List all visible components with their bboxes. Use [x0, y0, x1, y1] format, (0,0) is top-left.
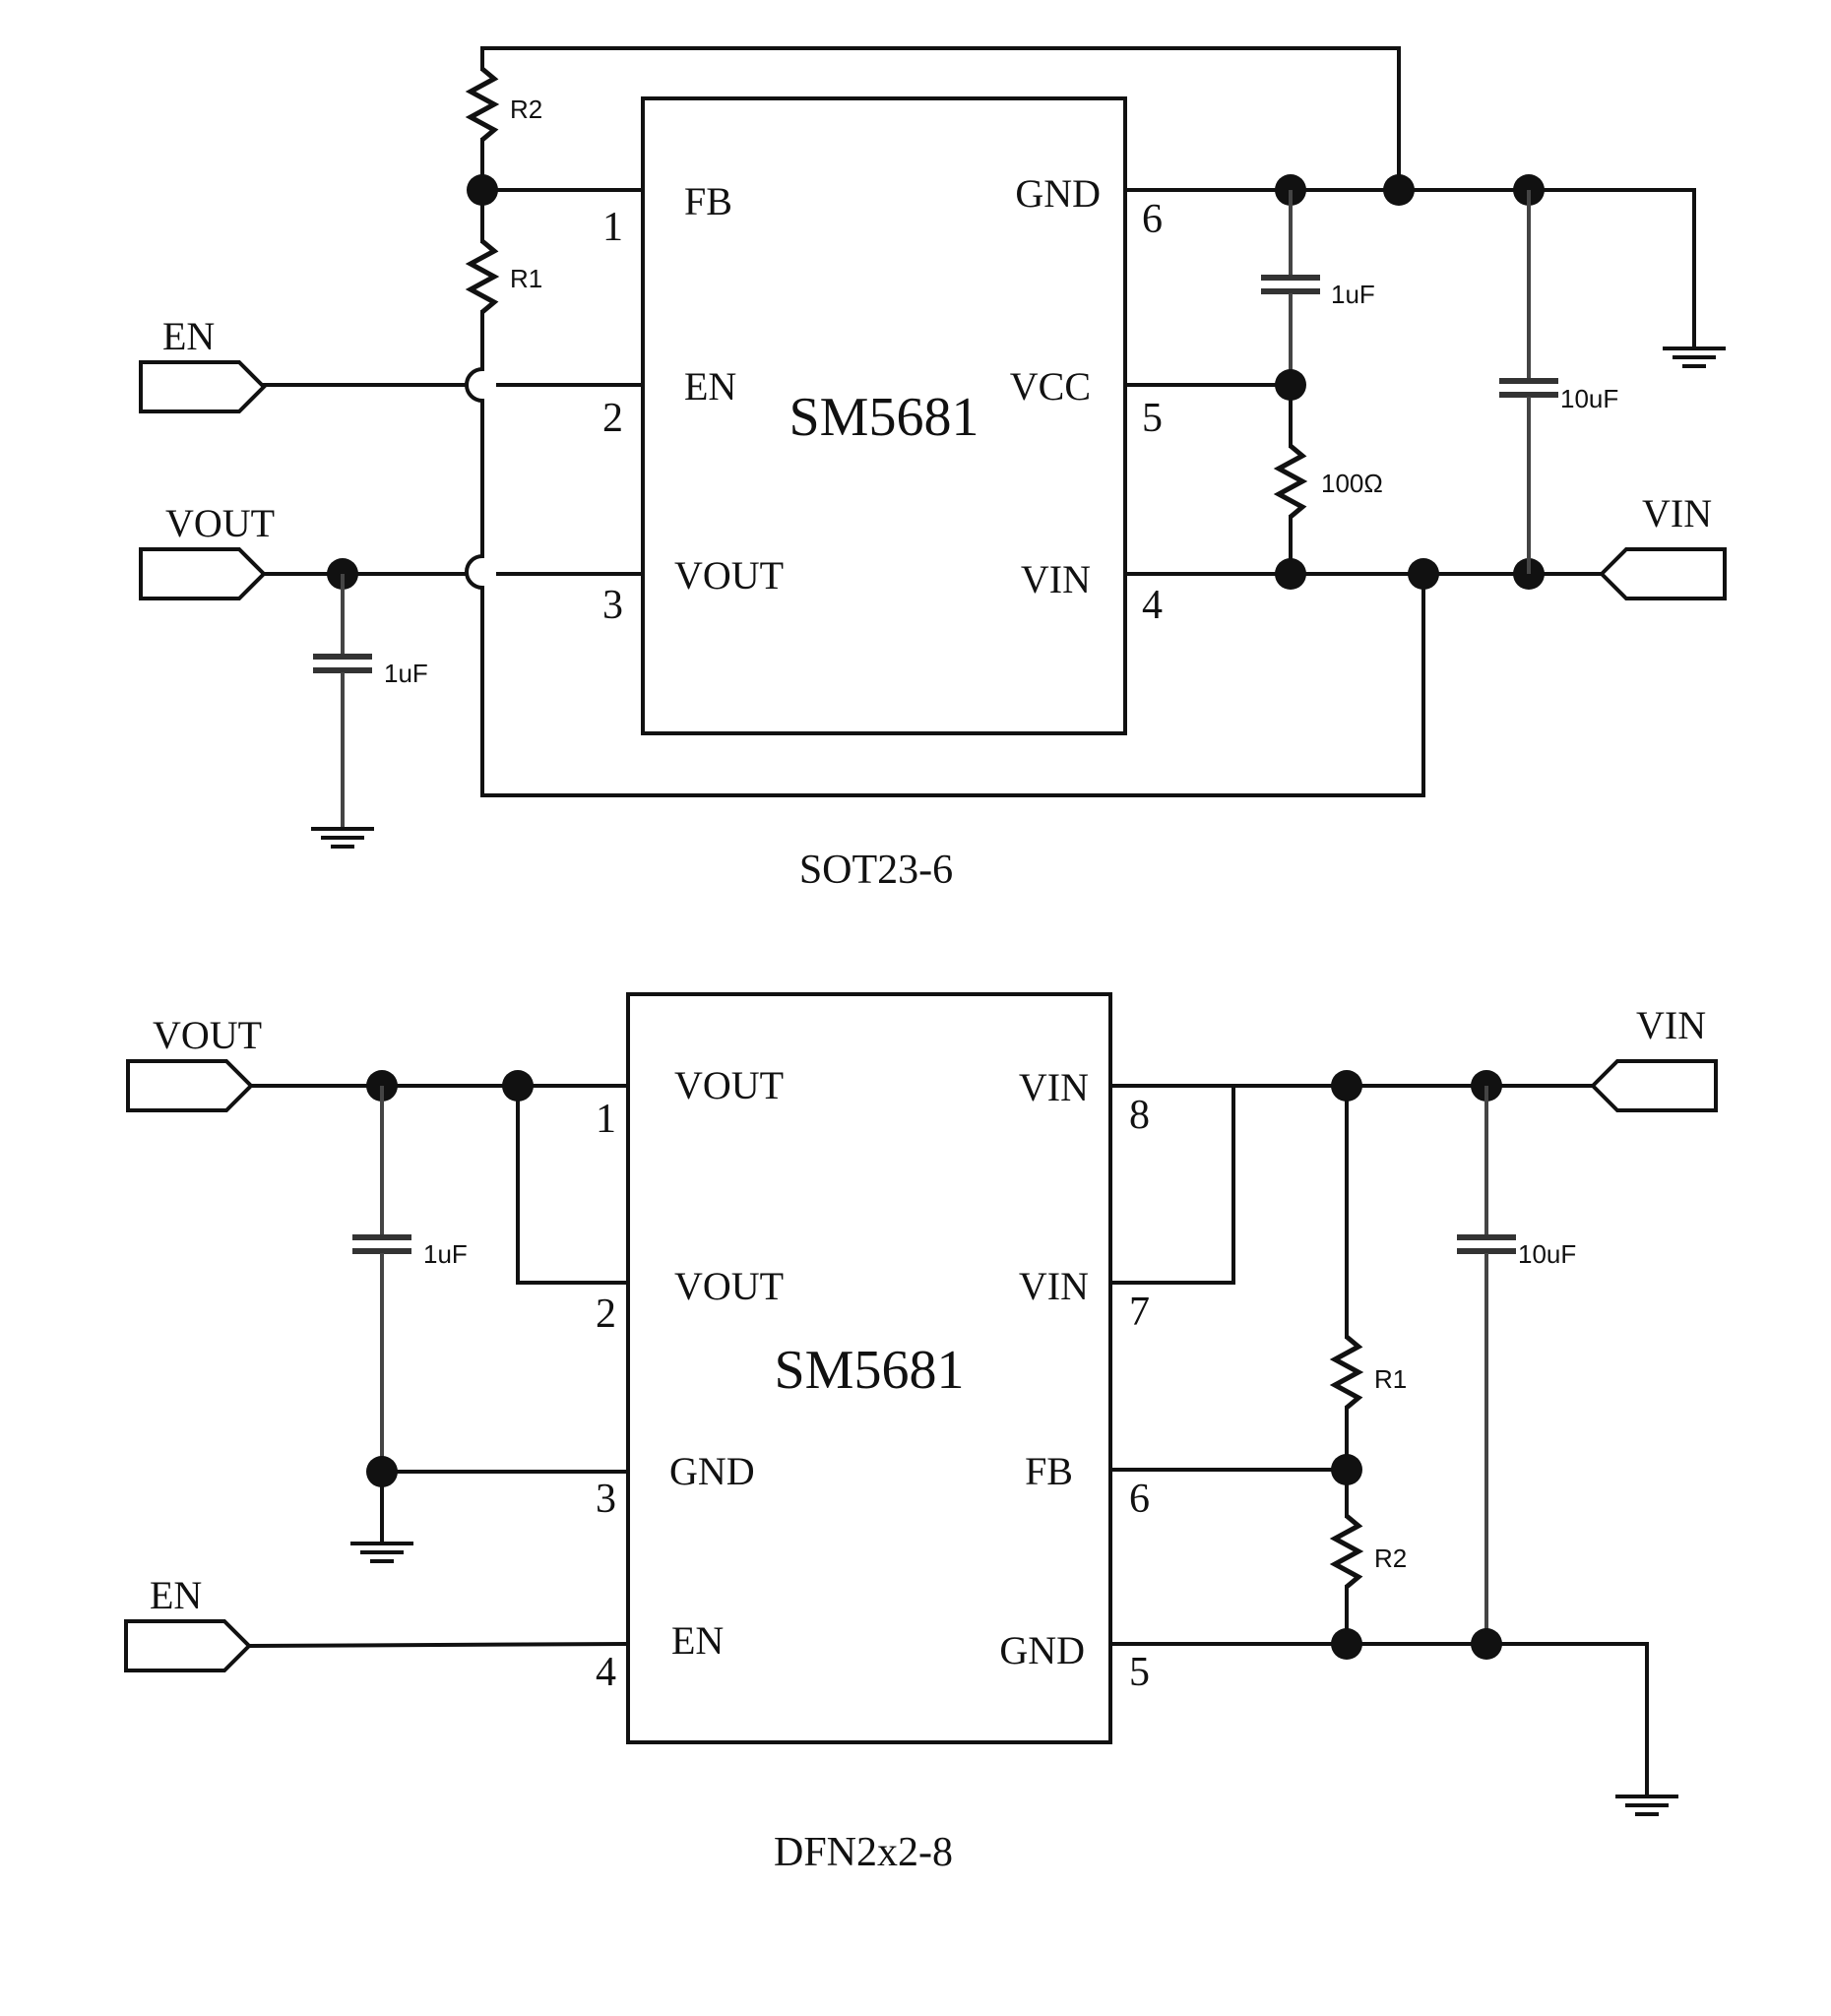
top-fb-junction	[467, 174, 498, 206]
top-en-port-label: EN	[162, 314, 215, 358]
bottom-pin4-name: EN	[671, 1618, 724, 1663]
bottom-chip-name: SM5681	[775, 1340, 965, 1401]
bottom-vout-port-label: VOUT	[153, 1013, 262, 1057]
top-cvout-label: 1uF	[384, 659, 428, 688]
bottom-r1-resistor	[1329, 1335, 1364, 1410]
top-pin6-number: 6	[1142, 197, 1163, 242]
bottom-pin7-number: 7	[1129, 1290, 1150, 1335]
top-chip-name: SM5681	[789, 387, 979, 448]
top-package-caption: SOT23-6	[799, 848, 953, 893]
top-pin6-name: GND	[1015, 171, 1101, 216]
bottom-r2-resistor	[1329, 1514, 1364, 1589]
bottom-vin-port	[1590, 1059, 1718, 1112]
top-en-port	[139, 360, 267, 413]
top-vin-port	[1599, 547, 1727, 600]
top-pin3-number: 3	[602, 583, 623, 628]
bottom-pin1-number: 1	[596, 1097, 616, 1142]
top-pin5-name: VCC	[1010, 364, 1091, 409]
top-pin4-name: VIN	[1021, 557, 1091, 601]
top-vin-port-label: VIN	[1642, 491, 1712, 536]
bottom-vout-port	[126, 1059, 254, 1112]
top-vout-port-label: VOUT	[165, 501, 275, 545]
top-crossover-en	[465, 367, 483, 403]
top-pin1-name: FB	[684, 179, 732, 223]
top-pin5-number: 5	[1142, 396, 1163, 441]
bottom-pin5-number: 5	[1129, 1650, 1150, 1695]
bottom-pin8-name: VIN	[1019, 1065, 1089, 1109]
bottom-en-port-label: EN	[150, 1573, 202, 1617]
bottom-en-port	[124, 1619, 252, 1672]
bottom-pin6-number: 6	[1129, 1477, 1150, 1522]
top-r2-label: R2	[510, 94, 542, 124]
bottom-pin6-name: FB	[1025, 1449, 1073, 1493]
top-pin1-number: 1	[602, 205, 623, 250]
top-r1-label: R1	[510, 264, 542, 293]
top-pin4-number: 4	[1142, 583, 1163, 628]
top-cvin-label: 10uF	[1560, 384, 1618, 413]
bottom-pin7-name: VIN	[1019, 1264, 1089, 1308]
bottom-pin4-number: 4	[596, 1650, 616, 1695]
top-r1-resistor	[465, 239, 500, 314]
bottom-r2-label: R2	[1374, 1544, 1407, 1573]
bottom-pin2-number: 2	[596, 1292, 616, 1337]
top-circuit: SM5681 FB 1 EN 2 VOUT 3 GND 6 VCC 5 VIN …	[139, 46, 1727, 893]
top-rvcc-resistor	[1273, 444, 1308, 519]
top-r2-resistor	[465, 67, 500, 142]
top-cvcc-label: 1uF	[1331, 280, 1375, 309]
top-pin2-number: 2	[602, 396, 623, 441]
bottom-pin3-number: 3	[596, 1477, 616, 1522]
bottom-pin1-name: VOUT	[674, 1063, 784, 1107]
bottom-cvin-label: 10uF	[1518, 1239, 1576, 1269]
bottom-cvout-label: 1uF	[423, 1239, 468, 1269]
bottom-pin8-number: 8	[1129, 1093, 1150, 1138]
top-crossover-vout	[465, 554, 483, 590]
bottom-en-wire	[246, 1641, 631, 1649]
bottom-chip-body	[626, 992, 1112, 1744]
top-vout-port	[139, 547, 267, 600]
bottom-pin3-name: GND	[669, 1449, 755, 1493]
bottom-pin5-name: GND	[999, 1628, 1085, 1672]
bottom-circuit: SM5681 VOUT 1 VOUT 2 GND 3 EN 4 VIN 8 VI…	[124, 992, 1718, 1875]
top-chip-body	[641, 96, 1127, 735]
bottom-vin-port-label: VIN	[1636, 1003, 1706, 1047]
bottom-pin2-name: VOUT	[674, 1264, 784, 1308]
bottom-r1-label: R1	[1374, 1364, 1407, 1394]
top-pin3-name: VOUT	[674, 553, 784, 598]
top-rvcc-label: 100Ω	[1321, 469, 1383, 498]
top-pin2-name: EN	[684, 364, 736, 409]
bottom-package-caption: DFN2x2-8	[774, 1830, 953, 1875]
